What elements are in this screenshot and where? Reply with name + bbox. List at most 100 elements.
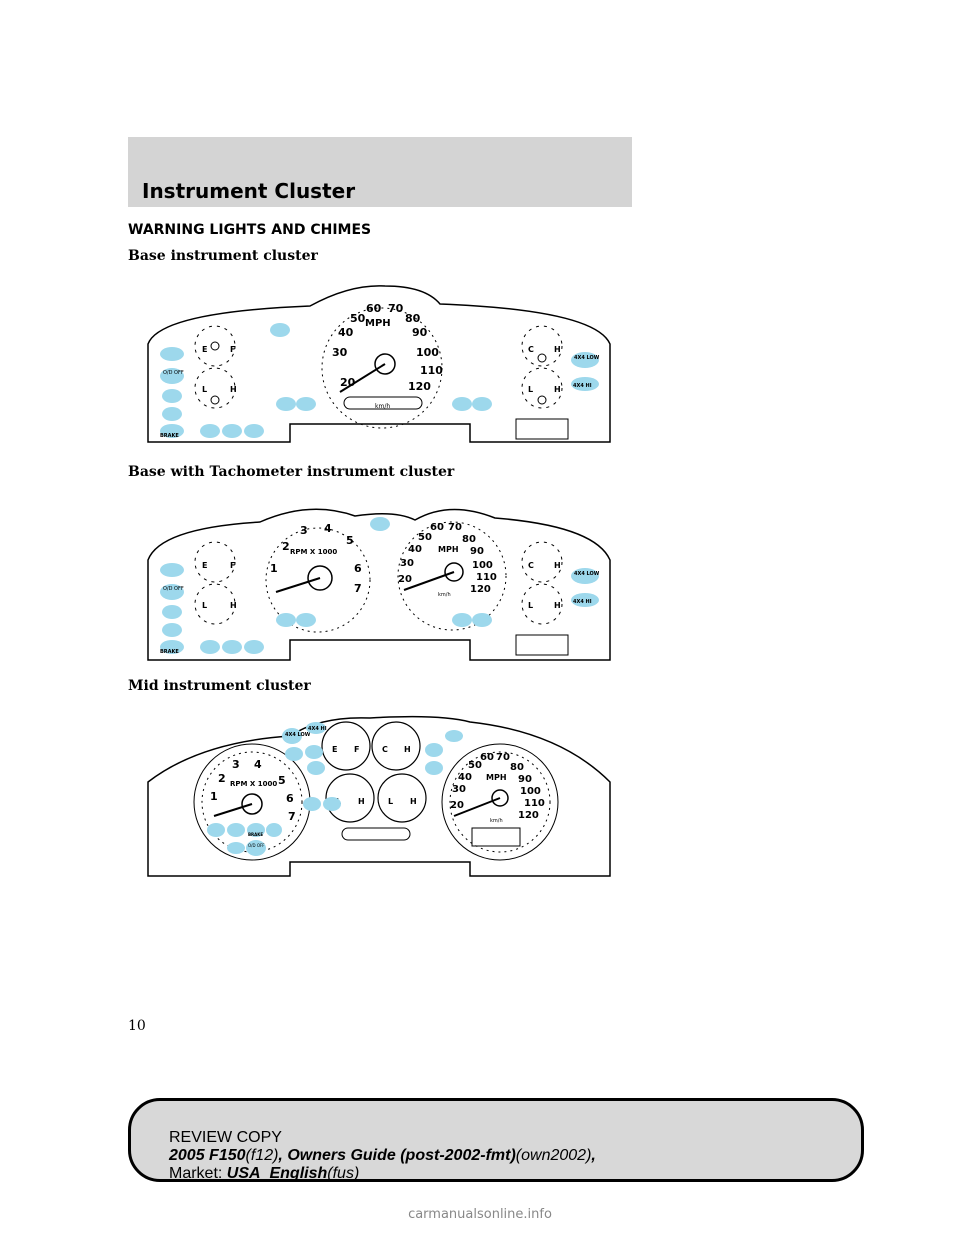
- mid-fuel-warning-icon: [227, 842, 245, 854]
- tach-right-turn-icon: [452, 613, 472, 627]
- mid-speed-30: 30: [452, 784, 466, 795]
- page-title: Instrument Cluster: [142, 179, 356, 203]
- battery-icon: [162, 389, 182, 403]
- mid-volt-h: H: [410, 797, 417, 806]
- speed-120: 120: [408, 380, 431, 393]
- mid-4x4-low-icon: [282, 728, 302, 744]
- mid-speed-70: 70: [496, 752, 510, 763]
- mid-speed-20: 20: [450, 800, 464, 811]
- tach-rpm-label: RPM X 1000: [290, 548, 337, 556]
- 4x4-hi-label: 4X4 HI: [573, 383, 592, 389]
- speed-70: 70: [388, 302, 404, 315]
- mid-cluster-illustration: RPM X 1000 1 2 3 4 5 6 7 MPH km/h 20 30 …: [147, 715, 611, 877]
- mid-tach-2: 2: [218, 772, 226, 785]
- footer-market-code: (fus): [327, 1165, 360, 1182]
- tach-check-engine-icon: [162, 623, 182, 637]
- kmh-label: km/h: [375, 403, 390, 410]
- tach-speed-70: 70: [448, 522, 462, 533]
- mid-speed-120: 120: [518, 810, 539, 821]
- speed-40: 40: [338, 326, 354, 339]
- tach-speed-50: 50: [418, 532, 432, 543]
- mid-kmh-label: km/h: [490, 818, 503, 824]
- mid-abs-icon: [303, 797, 321, 811]
- caption-mid-cluster: Mid instrument cluster: [128, 678, 311, 694]
- mid-tach-7: 7: [288, 810, 296, 823]
- tach-volt-l: L: [528, 601, 533, 610]
- speed-20: 20: [340, 376, 356, 389]
- temp-c: C: [528, 345, 534, 354]
- headlamp-icon: [270, 323, 290, 337]
- tach-airbag-icon: [244, 640, 264, 654]
- tach-fuel-f: F: [230, 561, 235, 570]
- mid-battery-icon: [207, 823, 225, 837]
- page-number: 10: [128, 1018, 146, 1034]
- tach-speed-80: 80: [462, 534, 476, 545]
- mid-4x4-hi-label: 4X4 HI: [308, 726, 327, 732]
- temp-h: H: [554, 345, 561, 354]
- speed-100: 100: [416, 346, 439, 359]
- tach-od-off-label: O/D OFF: [163, 586, 184, 592]
- mid-tach-4: 4: [254, 758, 262, 771]
- tach-brake-label: BRAKE: [160, 649, 179, 655]
- oil-l: L: [202, 385, 207, 394]
- volt-h: H: [554, 385, 561, 394]
- left-turn-icon: [296, 397, 316, 411]
- tach-brake-icon: [160, 640, 184, 654]
- 4x4-hi-icon: [571, 377, 599, 391]
- header-band: Instrument Cluster: [128, 137, 632, 207]
- mid-right-turn-icon: [425, 743, 443, 757]
- mid-abs2-icon: [266, 823, 282, 837]
- tach-temp-h: H: [554, 561, 561, 570]
- mid-speed-60: 60: [480, 752, 494, 763]
- oil-h: H: [230, 385, 237, 394]
- mid-tach-3: 3: [232, 758, 240, 771]
- mid-temp-c: C: [382, 745, 388, 754]
- tach-volt-h: H: [554, 601, 561, 610]
- tach-seatbelt-icon: [222, 640, 242, 654]
- mid-airbag-icon: [307, 761, 325, 775]
- tach-oil-h: H: [230, 601, 237, 610]
- mid-tach-1: 1: [210, 790, 218, 803]
- section-heading: WARNING LIGHTS AND CHIMES: [128, 222, 372, 238]
- tach-3: 3: [300, 524, 308, 537]
- tach-speed-60: 60: [430, 522, 444, 533]
- safety-belt-icon: [276, 397, 296, 411]
- mid-speed-control-icon: [425, 761, 443, 775]
- tach-4x4-low-icon: [571, 568, 599, 584]
- tach-4x4-low-label: 4X4 LOW: [574, 571, 600, 577]
- tach-battery-icon: [162, 605, 182, 619]
- abs-icon: [200, 424, 220, 438]
- tach-speed-30: 30: [400, 558, 414, 569]
- tach-4x4-hi-icon: [571, 593, 599, 607]
- caption-tachometer-cluster: Base with Tachometer instrument cluster: [128, 464, 455, 480]
- mid-rpm-label: RPM X 1000: [230, 780, 277, 788]
- od-off-label: O/D OFF: [163, 370, 184, 376]
- speed-110: 110: [420, 364, 443, 377]
- speed-30: 30: [332, 346, 348, 359]
- tachometer-cluster-illustration: RPM X 1000 1 2 3 4 5 6 7 MPH km/h 20 30 …: [147, 508, 611, 661]
- mid-speed-110: 110: [524, 798, 545, 809]
- mid-volt-l: L: [388, 797, 393, 806]
- base-cluster-illustration: MPH km/h 20 30 40 50 60 70 80 90 100 110…: [147, 285, 611, 443]
- tach-1: 1: [270, 562, 278, 575]
- brake-icon: [160, 424, 184, 438]
- mid-check-engine-icon: [227, 823, 245, 837]
- footer-market: USA_English: [226, 1165, 328, 1182]
- tach-speed-120: 120: [470, 584, 491, 595]
- tach-abs-icon: [200, 640, 220, 654]
- tach-4x4-hi-label: 4X4 HI: [573, 599, 592, 605]
- footer-line2: 2005 F150(f12), Owners Guide (post-2002-…: [169, 1147, 596, 1164]
- tach-kmh-label: km/h: [438, 592, 451, 598]
- mid-4x4-hi-icon: [306, 722, 326, 734]
- mid-oil-h: H: [358, 797, 365, 806]
- mid-temp-h: H: [404, 745, 411, 754]
- footer-guide-code: (own2002): [515, 1147, 592, 1164]
- tach-safety-belt-icon: [276, 613, 296, 627]
- seatbelt-icon: [222, 424, 242, 438]
- footer-model: 2005 F150: [169, 1147, 246, 1164]
- mid-speed-40: 40: [458, 772, 472, 783]
- speed-60: 60: [366, 302, 382, 315]
- mid-speed-90: 90: [518, 774, 532, 785]
- right-turn-icon: [452, 397, 472, 411]
- tach-headlamp-icon: [370, 517, 390, 531]
